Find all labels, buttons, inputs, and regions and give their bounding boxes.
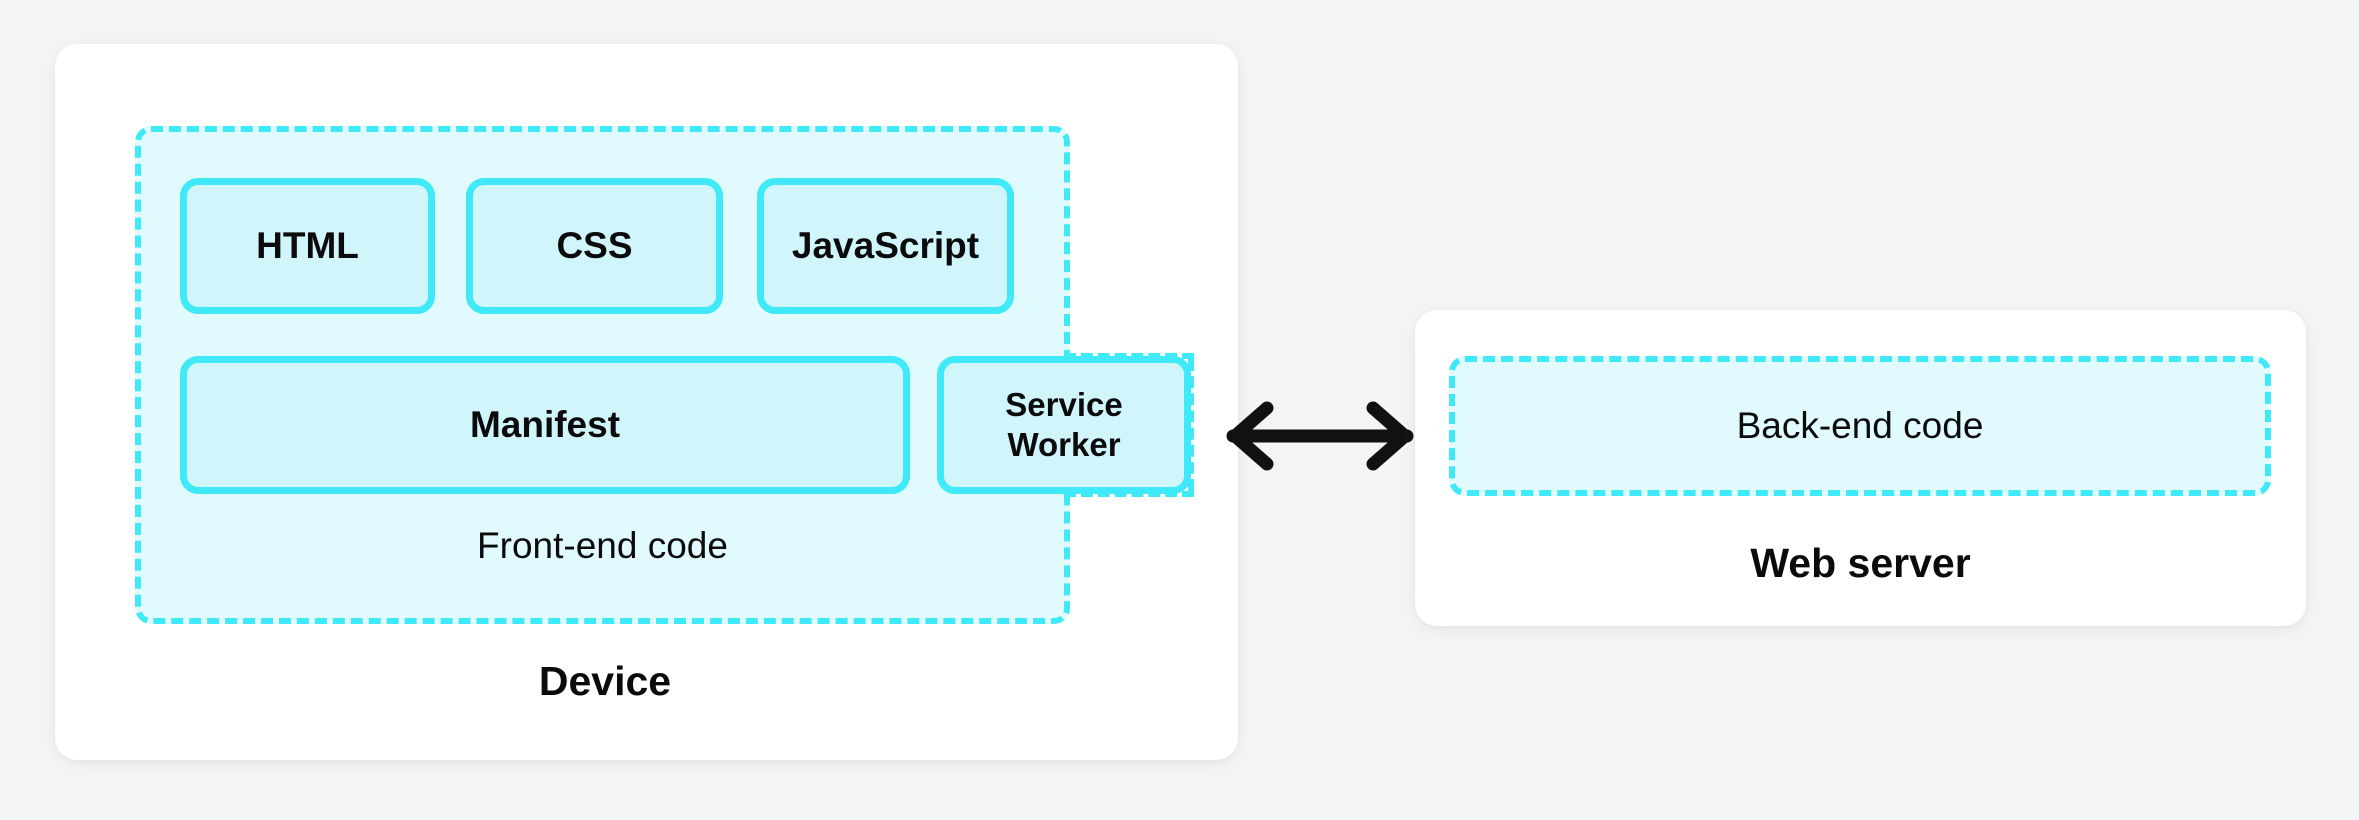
frontend-box-javascript: JavaScript bbox=[757, 178, 1014, 314]
web-server-caption: Web server bbox=[1750, 540, 1971, 586]
device-caption: Device bbox=[538, 658, 672, 704]
frontend-box-css-label: CSS bbox=[556, 225, 633, 266]
backend-code-region bbox=[1449, 356, 2271, 496]
frontend-box-service-worker-label: Service Worker bbox=[1005, 385, 1122, 466]
frontend-box-manifest: Manifest bbox=[180, 356, 910, 494]
frontend-box-css: CSS bbox=[466, 178, 723, 314]
service-worker-label-line1: Service bbox=[1005, 385, 1123, 423]
double-headed-arrow-icon bbox=[1226, 401, 1414, 471]
service-worker-label-line2: Worker bbox=[1007, 426, 1121, 463]
frontend-box-service-worker: Service Worker bbox=[937, 356, 1191, 494]
frontend-box-manifest-label: Manifest bbox=[469, 404, 621, 445]
backend-code-caption: Back-end code bbox=[1736, 405, 1984, 446]
frontend-code-caption: Front-end code bbox=[477, 525, 728, 566]
frontend-box-html-label: HTML bbox=[256, 225, 359, 266]
frontend-box-html: HTML bbox=[180, 178, 435, 314]
frontend-box-javascript-label: JavaScript bbox=[791, 225, 980, 266]
